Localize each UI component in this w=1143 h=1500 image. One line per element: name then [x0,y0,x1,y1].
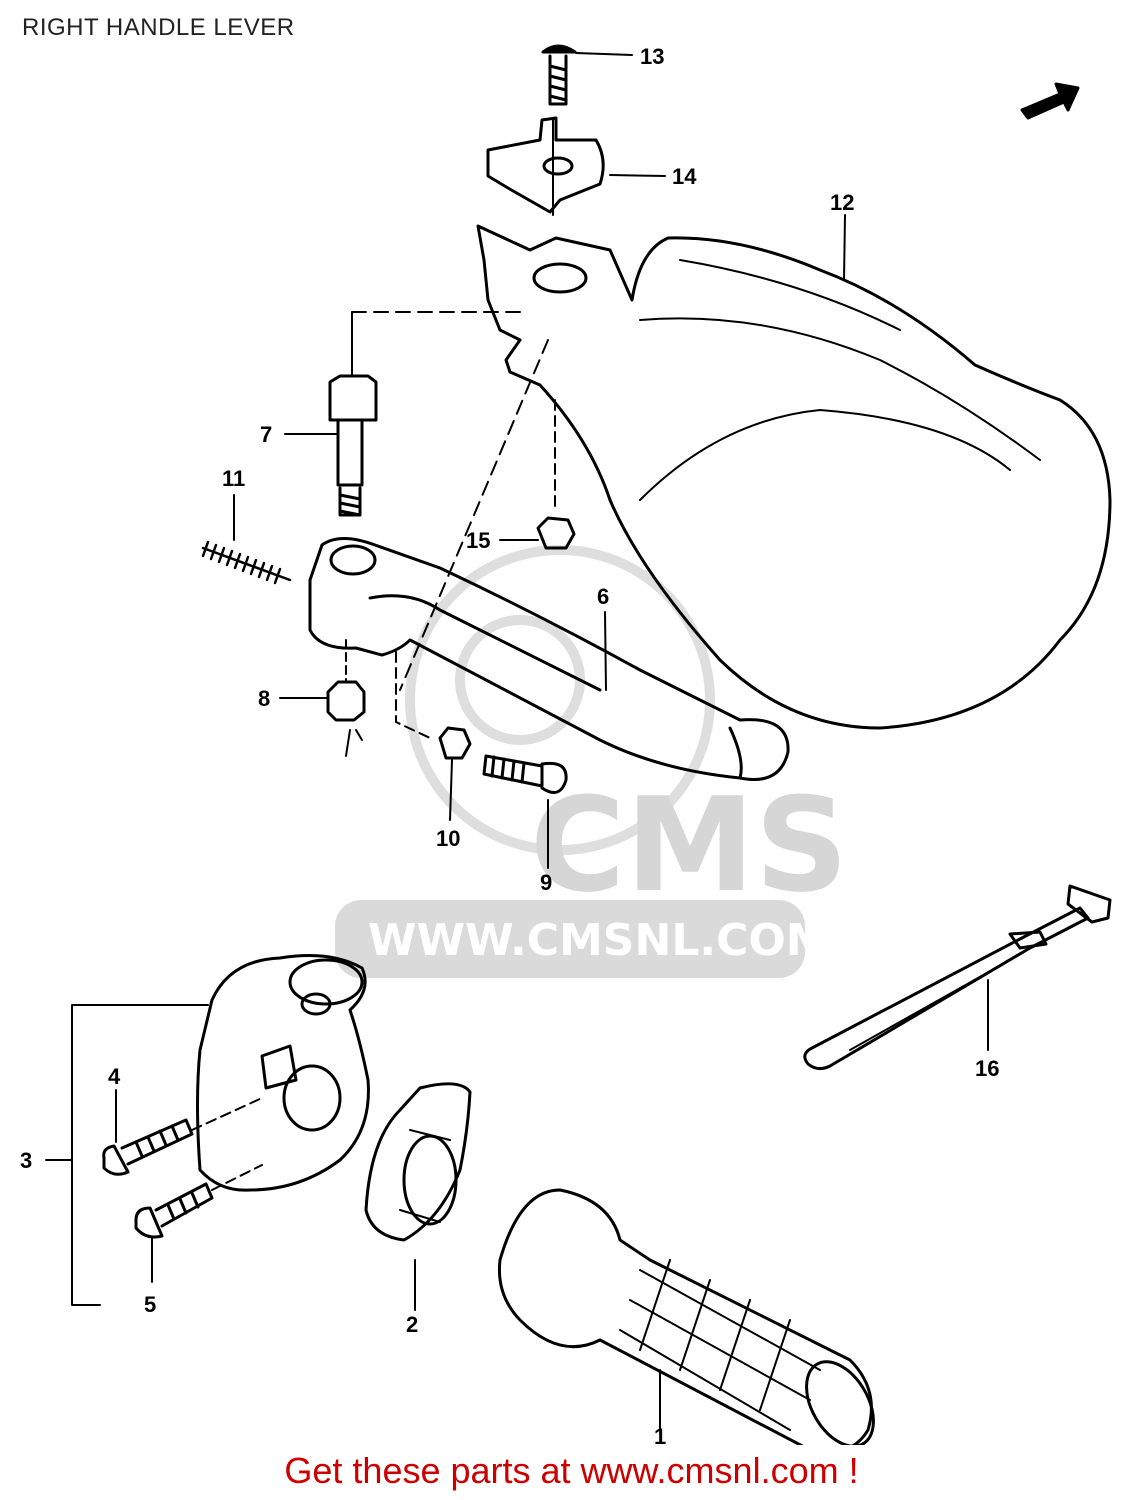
part-number-label: 12 [830,190,854,215]
part-10-nut [438,726,472,760]
part-number-label: 14 [672,164,697,189]
watermark-brand: CMS [530,769,848,921]
part-11-spring [201,540,292,585]
part-14-bracket [486,116,605,214]
part-6-lever [308,537,790,781]
part-number-label: 3 [20,1148,32,1173]
part-number-label: 16 [975,1056,999,1081]
part-number-label: 7 [260,422,272,447]
part-number-label: 1 [654,1424,666,1445]
arrow-right-icon [1020,82,1080,120]
diagram-title: RIGHT HANDLE LEVER [22,14,295,41]
part-13-screw [541,44,577,106]
part-number-label: 2 [406,1312,418,1337]
part-9-adjust-screw [482,754,568,794]
part-number-label: 5 [144,1292,156,1317]
part-2-throttle-pulley [364,1082,472,1242]
part-number-label: 15 [466,528,490,553]
part-number-label: 8 [258,686,270,711]
part-12-hand-guard [476,224,1112,730]
watermark-url: WWW.CMSNL.COM [368,915,830,966]
part-5-screw [134,1164,263,1239]
part-7-pivot-bolt [328,374,378,517]
part-number-label: 11 [222,466,245,491]
part-16-cable-tie [803,884,1112,1071]
part-1-grip [497,1188,875,1445]
watermark: CMS WWW.CMSNL.COM [335,545,848,978]
part-number-label: 6 [597,584,609,609]
parts-diagram: CMS WWW.CMSNL.COM [20,44,1112,1445]
part-number-label: 13 [640,44,664,69]
part-3-throttle-housing [196,954,370,1192]
part-15-nut [536,516,576,550]
watermark-url-bar [335,900,805,978]
part-4-screw [102,1097,263,1176]
part-number-label: 4 [108,1064,121,1089]
part-number-label: 10 [436,826,460,851]
part-number-label: 9 [540,870,552,895]
footer-link[interactable]: Get these parts at www.cmsnl.com ! [284,1450,859,1491]
part-8-nut [326,639,366,757]
